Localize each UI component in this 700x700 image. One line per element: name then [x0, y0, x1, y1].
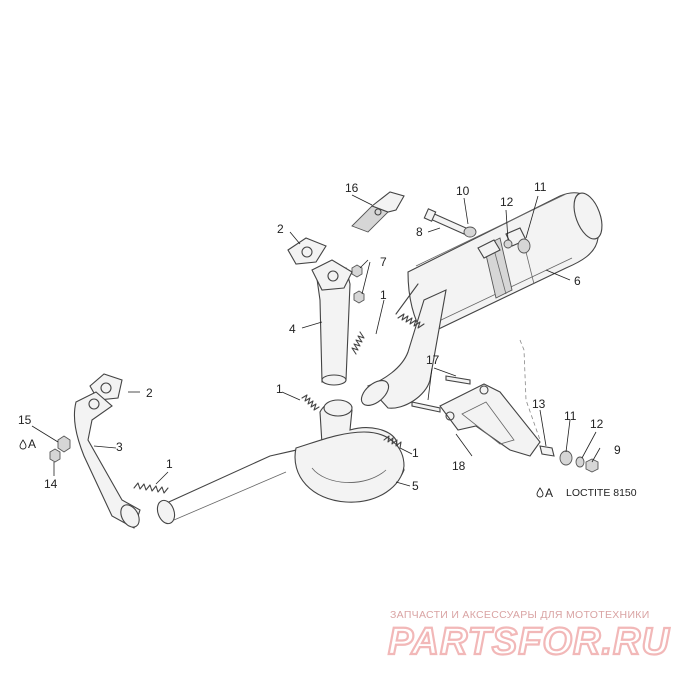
callouts: 16 10 11 8 12 2 7 6 1 4 17 2 1 13 15 3 1… — [18, 180, 621, 493]
drop-icon — [536, 487, 544, 498]
label-1b: 1 — [276, 382, 283, 396]
label-1a: 1 — [380, 288, 387, 302]
label-15: 15 — [18, 413, 32, 427]
flange-upper — [287, 237, 327, 265]
spring-right-of-4 — [351, 331, 365, 355]
label-2a: 2 — [277, 222, 284, 236]
label-14: 14 — [44, 477, 58, 491]
collector-pipe-5 — [156, 399, 405, 525]
label-12b: 12 — [590, 417, 604, 431]
header-pipe-3 — [49, 391, 141, 529]
label-1d: 1 — [166, 457, 173, 471]
bolts-17 — [411, 375, 471, 413]
label-9: 9 — [614, 443, 621, 457]
spring-silencer — [395, 283, 425, 329]
silencer — [360, 192, 603, 409]
label-1c: 1 — [412, 446, 419, 460]
marker-a-right: A — [545, 486, 553, 500]
label-5: 5 — [412, 479, 419, 493]
assembly-line — [519, 339, 541, 441]
label-12a: 12 — [500, 195, 514, 209]
label-6: 6 — [574, 274, 581, 288]
top-mount-hardware — [423, 208, 531, 254]
hanger-bracket — [351, 191, 405, 233]
loctite-note: A LOCTITE 8150 — [536, 486, 637, 500]
lower-mount-hardware — [539, 445, 599, 473]
drop-icon — [19, 439, 27, 450]
label-3: 3 — [116, 440, 123, 454]
leader-lines — [31, 194, 601, 487]
watermark-brand: PARTSFOR.RU — [388, 621, 670, 663]
label-16: 16 — [345, 181, 359, 195]
label-18: 18 — [452, 459, 466, 473]
watermark: ЗАПЧАСТИ И АКСЕССУАРЫ ДЛЯ МОТОТЕХНИКИ PA… — [387, 609, 671, 664]
loctite-label: LOCTITE 8150 — [566, 487, 637, 499]
label-11b: 11 — [564, 409, 577, 423]
header-pipe-4 — [311, 259, 353, 386]
spring-right — [383, 435, 402, 449]
label-2b: 2 — [146, 386, 153, 400]
watermark-tagline: ЗАПЧАСТИ И АКСЕССУАРЫ ДЛЯ МОТОТЕХНИКИ — [390, 609, 650, 621]
label-13: 13 — [532, 397, 546, 411]
nuts-7 — [351, 264, 365, 304]
label-4: 4 — [289, 322, 296, 336]
label-7: 7 — [380, 255, 387, 269]
spring-middle — [301, 394, 320, 411]
label-8: 8 — [416, 225, 423, 239]
label-10: 10 — [456, 184, 470, 198]
spring-lower-left — [133, 482, 169, 494]
support-bracket-18 — [439, 383, 541, 457]
loctite-marker-left: A — [19, 437, 36, 451]
marker-a-left: A — [28, 437, 36, 451]
label-17: 17 — [426, 353, 440, 367]
label-11a: 11 — [534, 180, 547, 194]
